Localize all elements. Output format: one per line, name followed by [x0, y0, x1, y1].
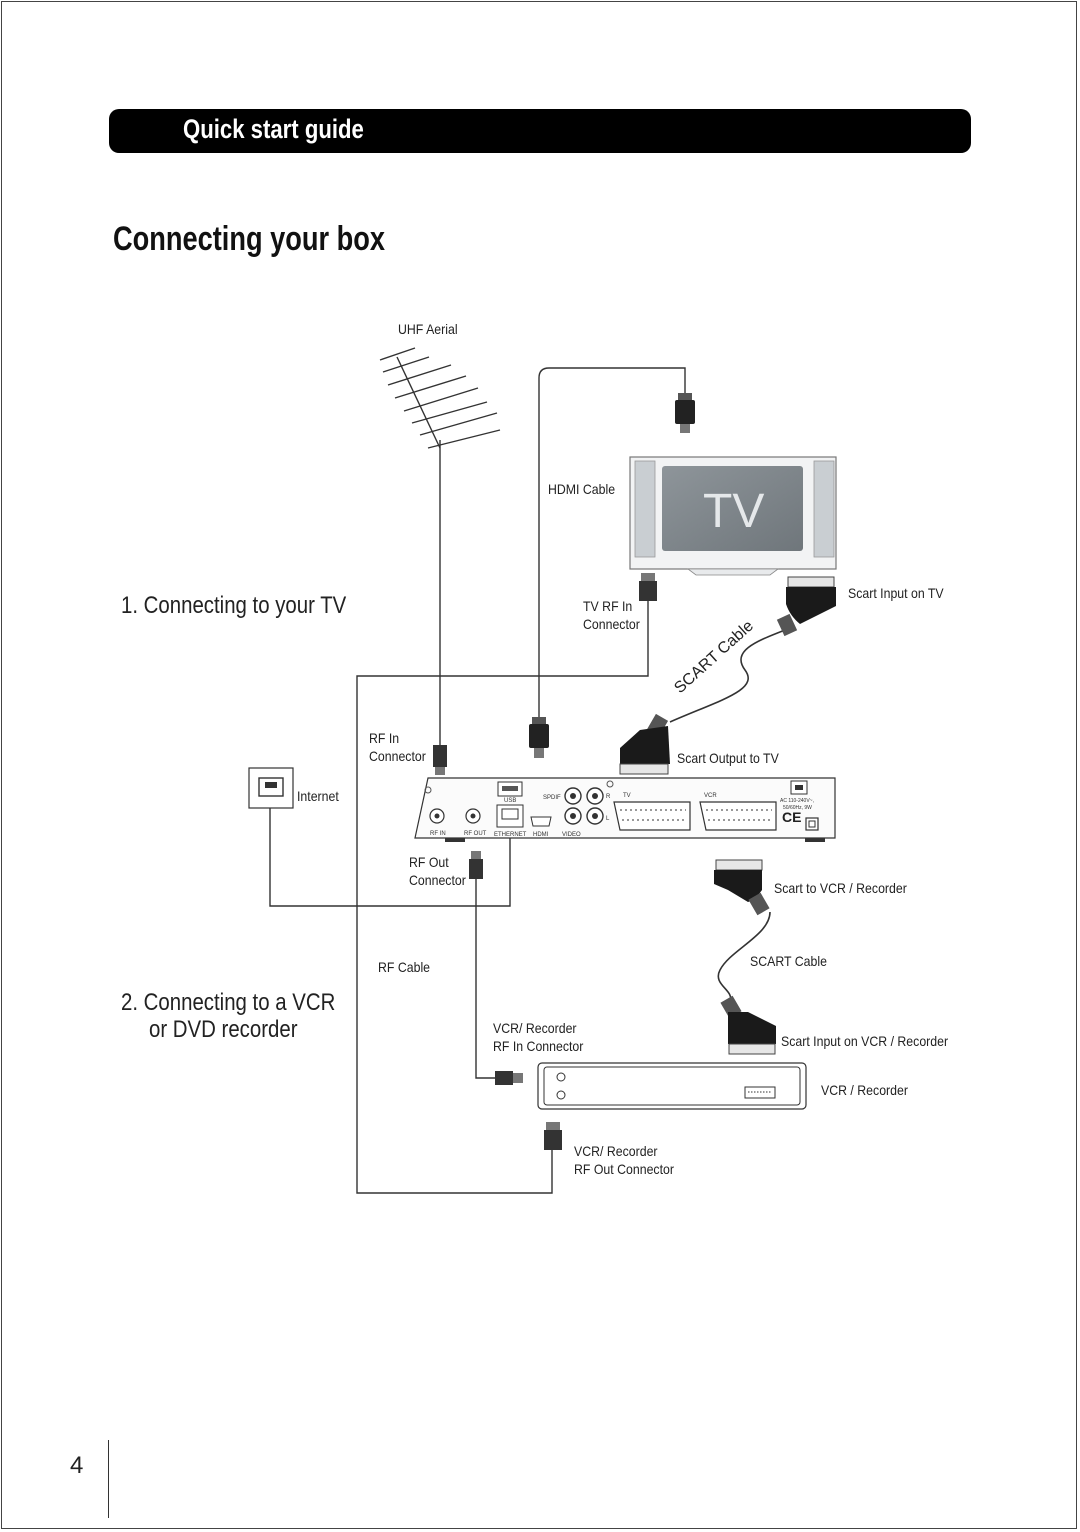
cables — [269, 367, 786, 1194]
scart-output-tv-label: Scart Output to TV — [677, 750, 779, 766]
step-2-heading-line1: 2. Connecting to a VCR — [121, 989, 336, 1016]
step-1-heading: 1. Connecting to your TV — [121, 592, 347, 619]
panel-ac-label: AC 110-240V~, — [780, 798, 814, 804]
tv-screen-label: TV — [703, 485, 764, 538]
panel-hz-label: 50/60Hz, 9W — [783, 805, 812, 811]
scart-cable-diagonal-label: SCART Cable — [671, 617, 757, 697]
panel-vcr-label: VCR — [704, 793, 717, 799]
rf-out-plug-icon — [469, 851, 483, 879]
tv-rf-in-label-1: TV RF In — [583, 598, 633, 614]
rf-in-label-2: Connector — [369, 748, 426, 764]
scart-cable-line — [669, 629, 786, 723]
section-title: Connecting your box — [113, 220, 385, 258]
vcr-rf-in-plug-icon — [495, 1071, 523, 1085]
page-number-rule — [108, 1440, 109, 1518]
scart-plug-box-icon — [619, 713, 670, 775]
rf-in-label-1: RF In — [369, 730, 400, 746]
scart-to-vcr-label: Scart to VCR / Recorder — [774, 880, 907, 896]
panel-ethernet-label: ETHERNET — [494, 832, 527, 838]
set-top-box-rear-panel: CE — [414, 777, 836, 842]
hdmi-plug-box-icon — [529, 717, 549, 758]
panel-usb-label: USB — [504, 798, 516, 804]
vcr-rf-out-label-2: RF Out Connector — [574, 1161, 674, 1177]
panel-r-label: R — [606, 794, 611, 800]
header-bar: Quick start guide — [109, 109, 971, 153]
tv-icon — [629, 456, 837, 576]
panel-rf-out-label: RF OUT — [464, 831, 487, 837]
internet-label: Internet — [297, 788, 339, 804]
panel-hdmi-label: HDMI — [533, 832, 549, 838]
vcr-rf-out-plug-icon — [544, 1122, 562, 1150]
tv-rf-plug-icon — [639, 573, 657, 601]
ethernet-socket-icon — [248, 767, 294, 809]
scart-plug-vcr-out-icon — [714, 859, 770, 916]
hdmi-cable-label: HDMI Cable — [548, 481, 616, 497]
vcr-rf-out-label-1: VCR/ Recorder — [574, 1143, 658, 1159]
rf-in-plug-icon — [433, 745, 447, 775]
ce-mark: CE — [782, 809, 801, 825]
uhf-aerial-icon — [379, 347, 501, 449]
rf-out-label-1: RF Out — [409, 854, 449, 870]
uhf-aerial-label: UHF Aerial — [398, 321, 458, 337]
step-2-heading-line2: or DVD recorder — [149, 1016, 298, 1043]
tv-rf-cable-line — [356, 600, 649, 1194]
vcr-recorder-label: VCR / Recorder — [821, 1082, 908, 1098]
vcr-recorder-icon — [537, 1062, 807, 1110]
panel-l-label: L — [606, 816, 610, 822]
tv-rf-in-label-2: Connector — [583, 616, 640, 632]
hdmi-plug-tv-icon — [675, 393, 695, 433]
internet-cable-line — [269, 808, 511, 907]
scart-vcr-cable-line — [717, 911, 771, 1003]
scart-input-vcr-label: Scart Input on VCR / Recorder — [781, 1033, 949, 1049]
rf-out-label-2: Connector — [409, 872, 466, 888]
hdmi-cable-line — [538, 367, 686, 720]
scart-cable-label: SCART Cable — [750, 953, 827, 969]
panel-rf-in-label: RF IN — [430, 831, 446, 837]
panel-spdif-label: SPDIF — [543, 795, 561, 801]
scart-plug-vcr-in-icon — [720, 995, 776, 1055]
vcr-rf-in-label-1: VCR/ Recorder — [493, 1020, 577, 1036]
rf-cable-line — [475, 878, 495, 1079]
page-number: 4 — [70, 1452, 84, 1479]
panel-video-label: VIDEO — [562, 832, 581, 838]
scart-input-tv-label: Scart Input on TV — [848, 585, 944, 601]
scart-plug-tv-icon — [776, 576, 836, 637]
vcr-rf-in-label-2: RF In Connector — [493, 1038, 584, 1054]
header-title: Quick start guide — [183, 114, 364, 144]
rf-cable-label: RF Cable — [378, 959, 431, 975]
panel-tv-label: TV — [623, 793, 631, 799]
